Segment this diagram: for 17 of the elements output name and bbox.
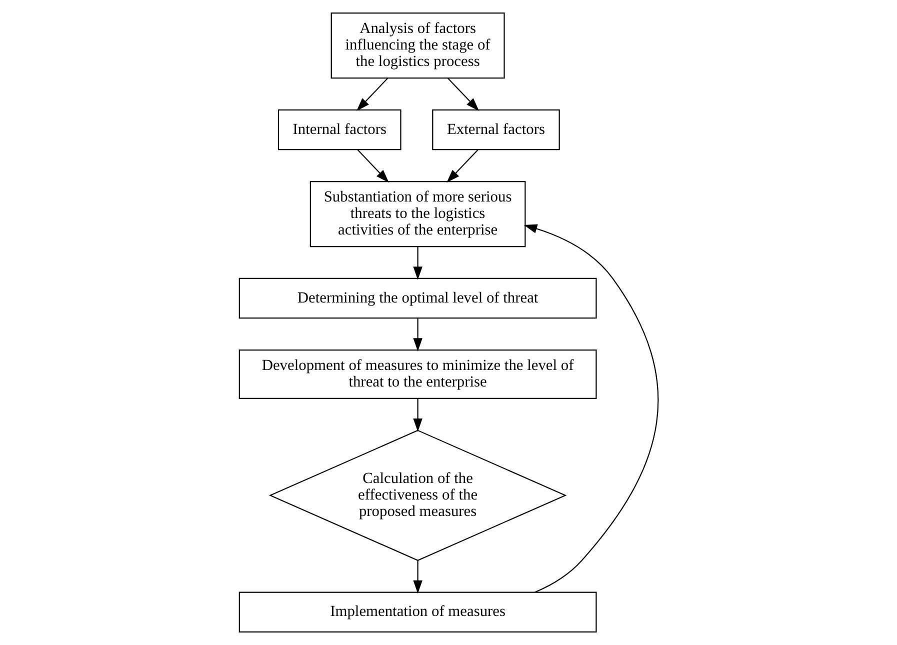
arrow (446, 78, 479, 111)
node-box: Implementation of measures (238, 592, 596, 632)
node-box: Substantiation of more serious threats to the logistics activities of the enterprise (309, 181, 526, 248)
arrow (356, 150, 388, 183)
node-box: Analysis of factors influencing the stage of the logistics process (330, 12, 504, 79)
arrow (412, 246, 422, 280)
arrow (356, 78, 388, 111)
node-diamond: Calculation of the effectiveness of the proposed measures (268, 430, 566, 561)
arrow (523, 224, 658, 593)
arrow (412, 560, 422, 594)
node-box: Development of measures to minimize the level of threat to the enterprise (238, 349, 596, 400)
node-box: Determining the optimal level of threat (238, 278, 596, 319)
node-box: External factors (432, 109, 560, 150)
arrow (446, 150, 478, 183)
arrow (412, 318, 422, 352)
node-box: Internal factors (277, 109, 401, 150)
arrow (412, 398, 422, 432)
